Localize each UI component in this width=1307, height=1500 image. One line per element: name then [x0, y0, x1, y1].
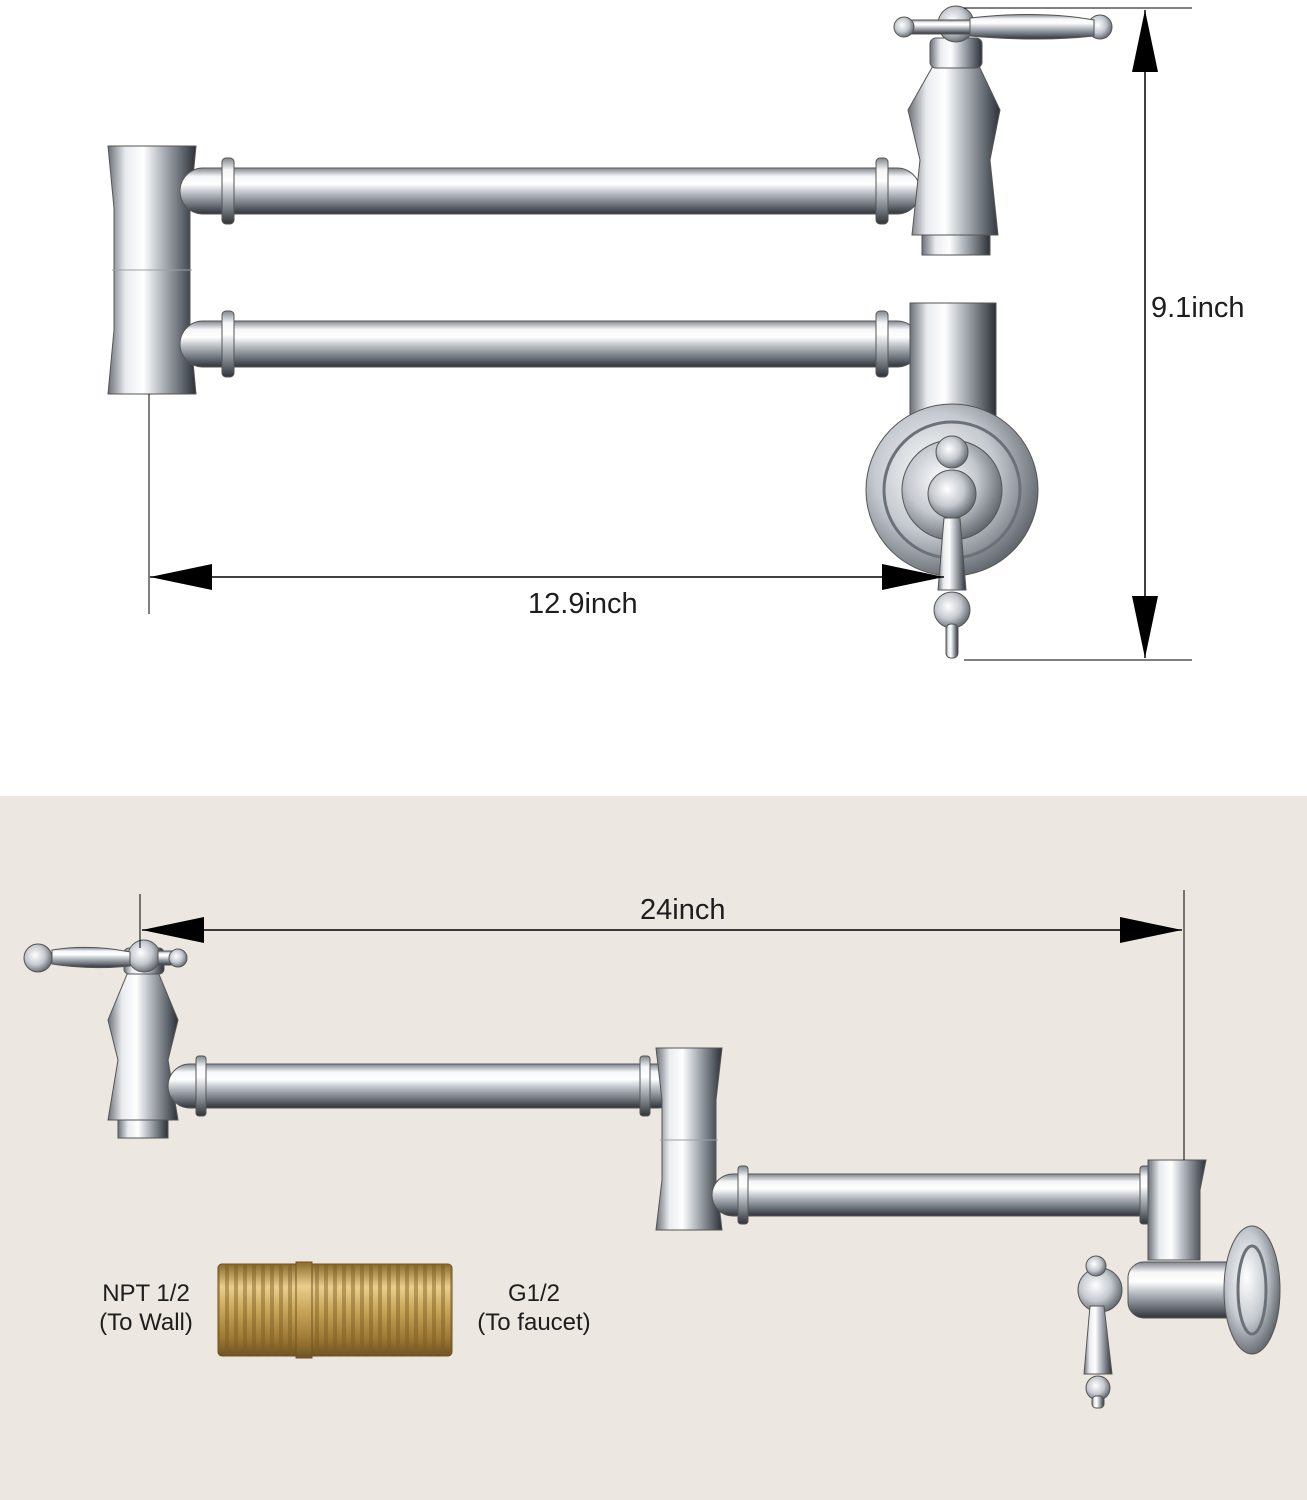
- brass-adapter: [217, 1261, 453, 1359]
- height-label: 9.1inch: [1151, 292, 1245, 324]
- length-arrow: [142, 917, 1182, 943]
- height-arrow: [1132, 10, 1158, 658]
- length-label: 24inch: [640, 894, 726, 926]
- extended-faucet: [23, 939, 1281, 1409]
- wall-side-label: NPT 1/2 (To Wall): [84, 1279, 208, 1337]
- extended-dimension-lines: [139, 890, 1185, 1160]
- faucet-side-note: (To faucet): [477, 1309, 591, 1336]
- width-label: 12.9inch: [528, 588, 638, 620]
- wall-side-note: (To Wall): [99, 1309, 193, 1336]
- folded-faucet: [107, 5, 1113, 659]
- faucet-side-label: G1/2 (To faucet): [462, 1279, 606, 1337]
- width-arrow: [150, 564, 944, 590]
- faucet-side-thread: G1/2: [507, 1280, 561, 1307]
- wall-side-thread: NPT 1/2: [102, 1280, 190, 1307]
- folded-dimension-lines: [148, 7, 1192, 661]
